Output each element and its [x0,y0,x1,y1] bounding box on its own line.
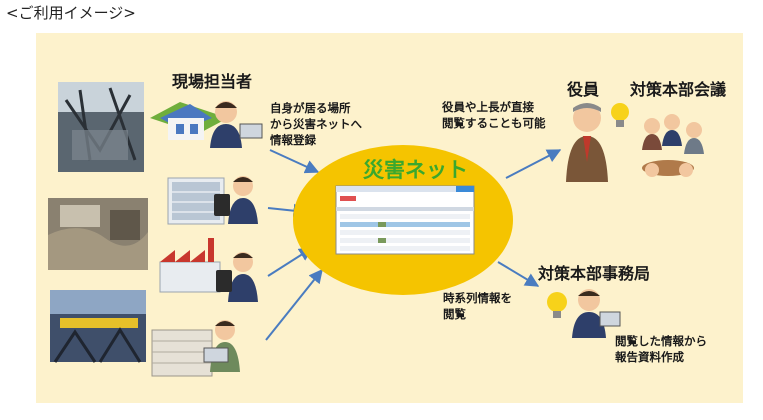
lightbulb-icon [611,103,629,127]
screenshot-thumbnail [335,185,475,255]
house-icon [150,102,228,140]
center-title: 災害ネット [363,158,468,182]
arrow-staff4-to-center [265,268,323,341]
executive-person [566,103,608,182]
factory-icon [159,238,221,293]
apartment-building-icon [151,329,213,377]
lightbulb-icon-2 [547,292,567,318]
photo-collapsed-building [58,82,144,172]
staff-person-with-tablet [214,176,258,224]
photo-construction-site [50,290,146,363]
field-staff-note: 自身が居る場所 から災害ネットへ 情報登録 [270,101,362,147]
office-tower-icon [167,177,225,225]
hq-office-title: 対策本部事務局 [538,264,651,283]
staff-person-with-tablet-2 [216,252,258,302]
executives-note: 役員や上長が直接 閲覧することも可能 [442,100,546,130]
field-staff-title: 現場担当者 [172,72,253,91]
photo-flood-debris [48,198,148,270]
field-staff-person-with-laptop [210,101,263,148]
arrow-staff1-to-center [269,149,320,174]
staff-person-with-laptop-2 [203,320,240,372]
section-heading: <ご利用イメージ> [6,4,136,22]
meeting-group [642,114,704,177]
hq-office-note: 閲覧した情報から 報告資料作成 [615,334,707,364]
hq-office-worker-with-laptop [572,289,621,338]
timeline-note: 時系列情報を 閲覧 [443,291,512,321]
arrow-center-to-executives [505,149,562,179]
arrow-center-to-hq-office [497,261,540,287]
executives-title: 役員 [567,80,600,99]
hq-meeting-title: 対策本部会議 [630,80,727,99]
